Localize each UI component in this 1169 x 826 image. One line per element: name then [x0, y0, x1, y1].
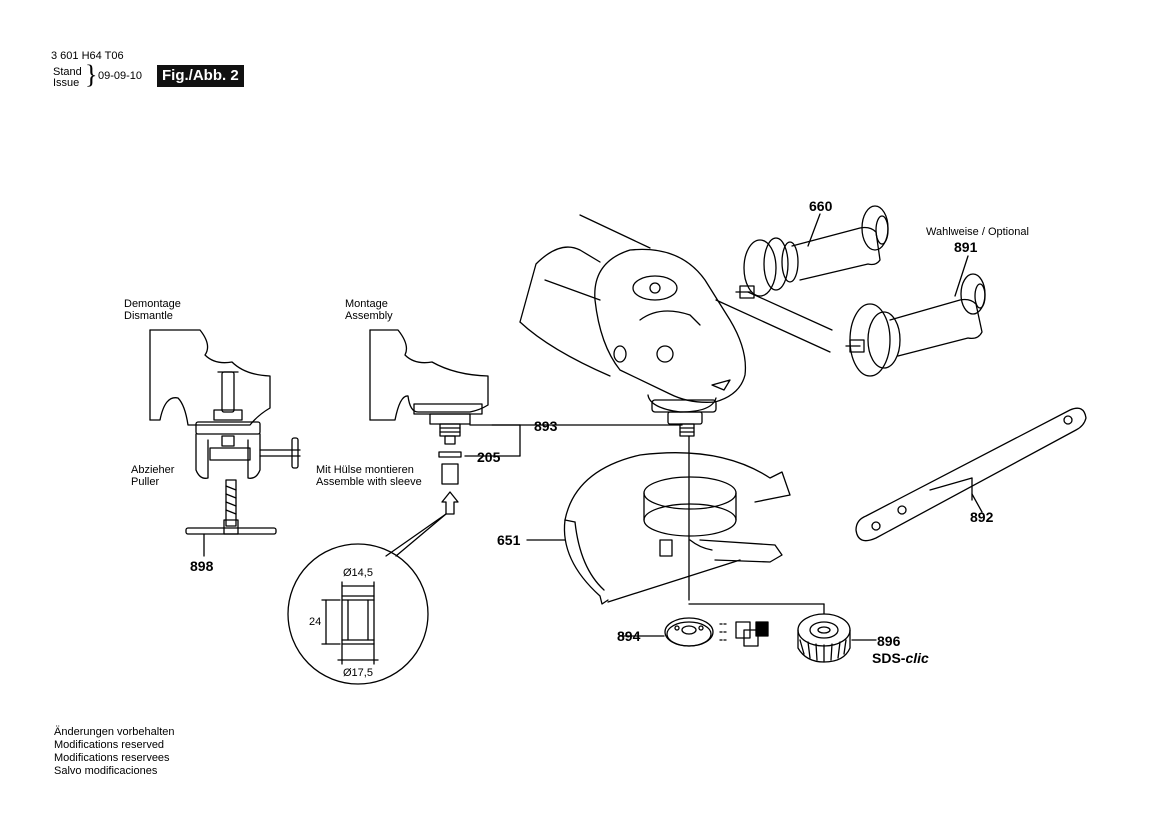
optional-handle-891 — [845, 273, 986, 377]
label-dismantle-de: Demontage — [124, 298, 181, 310]
part-number-896: 896 — [877, 633, 901, 649]
stand-label: Stand — [53, 66, 82, 78]
part-number-891: 891 — [954, 239, 978, 255]
label-assembly-en: Assembly — [345, 310, 393, 322]
angle-grinder-head — [519, 214, 833, 601]
footer-line-fr: Modifications reservees — [54, 752, 170, 764]
sds-suffix: clic — [905, 650, 929, 666]
dismantle-gearbox-illustration — [149, 329, 271, 426]
issue-label: Issue — [53, 77, 80, 89]
dim-outer-diameter: Ø17,5 — [343, 667, 373, 679]
footer-line-es: Salvo modificaciones — [54, 765, 158, 777]
part-number-893: 893 — [534, 418, 558, 434]
mounting-flange-894 — [619, 617, 714, 647]
part-number-651: 651 — [497, 532, 521, 548]
label-optional: Wahlweise / Optional — [926, 226, 1029, 238]
label-sleeve-en: Assemble with sleeve — [316, 476, 422, 488]
part-number-894: 894 — [617, 628, 641, 644]
label-sleeve-de: Mit Hülse montieren — [316, 464, 414, 476]
part-number-892: 892 — [970, 509, 994, 525]
two-pin-spanner-892 — [855, 407, 1087, 542]
dim-inner-diameter: Ø14,5 — [343, 567, 373, 579]
part-number-898: 898 — [190, 558, 214, 574]
label-assembly-de: Montage — [345, 298, 388, 310]
footer-line-en: Modifications reserved — [54, 739, 165, 751]
brace-glyph: } — [85, 60, 98, 89]
assembly-gearbox-illustration — [369, 329, 683, 515]
doc-number: 3 601 H64 T06 — [51, 50, 124, 62]
part-number-205: 205 — [477, 449, 501, 465]
sds-clic-label: SDS-clic — [872, 651, 929, 665]
puller-tool — [185, 371, 301, 557]
sds-clic-nut-896 — [688, 603, 877, 663]
footer-line-de: Änderungen vorbehalten — [54, 726, 175, 738]
label-puller-de: Abzieher — [131, 464, 175, 476]
sds-prefix: SDS- — [872, 650, 906, 666]
part-number-660: 660 — [809, 198, 833, 214]
figure-label: Fig./Abb. 2 — [157, 65, 244, 87]
label-dismantle-en: Dismantle — [124, 310, 173, 322]
clamp-pieces — [719, 621, 769, 647]
dim-length: 24 — [309, 616, 322, 628]
sleeve-detail-circle — [287, 513, 447, 685]
wheel-guard-651 — [526, 452, 791, 605]
side-handle-660 — [735, 205, 889, 299]
issue-date: 09-09-10 — [98, 70, 143, 82]
label-puller-en: Puller — [131, 476, 160, 488]
